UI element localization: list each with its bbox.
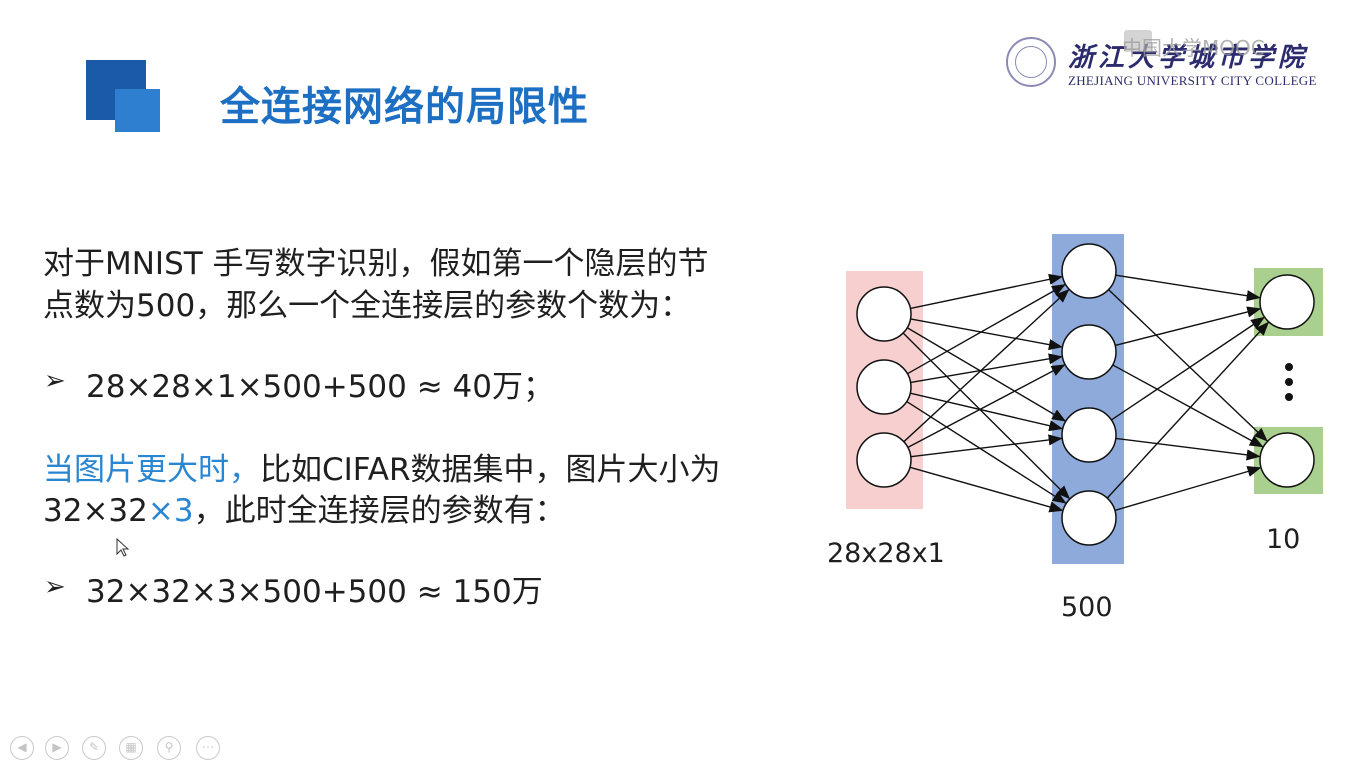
hidden-node [1061, 490, 1117, 546]
connection-edge [910, 392, 1064, 432]
mouse-cursor-icon [116, 538, 130, 557]
connection-edge [909, 466, 1064, 513]
title-decoration-accent [115, 89, 160, 132]
connection-edge [906, 327, 1067, 422]
hidden-node [1061, 407, 1117, 463]
paragraph2-line2: 32×32×3，此时全连接层的参数有： [43, 485, 566, 530]
hidden-layer-band [1052, 234, 1124, 564]
connection-edge [1115, 274, 1261, 302]
paragraph2-line2-highlight: ×3 [147, 493, 194, 529]
hidden-node [1061, 243, 1117, 299]
paragraph2-highlight: 当图片更大时， [43, 452, 260, 488]
output-node [1259, 432, 1315, 488]
input-node [856, 286, 912, 342]
connection-edge [1111, 316, 1265, 421]
connection-edge [903, 289, 1070, 443]
mooc-watermark-icon [1124, 30, 1152, 52]
connection-edge [1112, 364, 1264, 448]
zoom-button[interactable]: ⚲ [157, 736, 181, 760]
connection-edge [910, 434, 1063, 458]
connection-edge [910, 273, 1063, 310]
university-logo: 浙江大学城市学院 ZHEJIANG UNIVERSITY CITY COLLEG… [1006, 35, 1326, 93]
next-slide-button[interactable]: ▶ [45, 736, 69, 760]
ellipsis-dot [1285, 393, 1293, 401]
connection-edge [1114, 466, 1262, 512]
connection-edge [902, 332, 1071, 500]
connection-edge [910, 353, 1063, 384]
input-layer-label: 28x28x1 [827, 538, 945, 569]
connection-edge [907, 364, 1066, 449]
connection-edge [907, 284, 1066, 375]
output-layer-band-top [1254, 268, 1323, 336]
paragraph1-line1: 对于MNIST 手写数字识别，假如第一个隐层的节 [43, 246, 709, 282]
logo-name-cn: 浙江大学城市学院 [1068, 43, 1309, 73]
connection-edge [1115, 306, 1262, 347]
bullet-arrow-icon: ➢ [44, 572, 66, 602]
output-layer-band-bottom [1254, 427, 1323, 494]
slide-title: 全连接网络的局限性 [220, 84, 589, 130]
bullet-arrow-icon: ➢ [44, 366, 66, 396]
pen-tool-button[interactable]: ✎ [82, 736, 106, 760]
connection-edge [1115, 437, 1261, 461]
paragraph1-line2: 点数为500，那么一个全连接层的参数个数为： [43, 288, 692, 324]
output-node [1259, 274, 1315, 330]
paragraph2-line2-start: 32×32 [43, 493, 148, 529]
output-layer-label: 10 [1266, 524, 1301, 555]
ellipsis-dot [1285, 363, 1293, 371]
hidden-node [1061, 324, 1117, 380]
hidden-layer-label: 500 [1061, 592, 1113, 623]
university-seal-icon [1006, 37, 1056, 87]
bullet1-text: 28×28×1×500+500 ≈ 40万； [86, 369, 554, 405]
input-node [856, 359, 912, 415]
connection-edge [1108, 289, 1268, 442]
previous-slide-button[interactable]: ◀ [10, 736, 34, 760]
connection-edge [910, 318, 1063, 351]
paragraph2-line2-rest: ，此时全连接层的参数有： [193, 493, 566, 529]
input-layer-band [846, 271, 923, 509]
mooc-watermark: 中国大学MOOC [1122, 36, 1265, 60]
paragraph2-line1: 当图片更大时，比如CIFAR数据集中，图片大小为 [43, 444, 721, 489]
connection-edge [1106, 321, 1270, 499]
more-options-button[interactable]: ⋯ [196, 736, 220, 760]
ellipsis-dot [1285, 378, 1293, 386]
bullet2-text: 32×32×3×500+500 ≈ 150万 [86, 574, 543, 610]
logo-name-en: ZHEJIANG UNIVERSITY CITY COLLEGE [1068, 73, 1317, 88]
slides-view-button[interactable]: ▦ [119, 736, 143, 760]
connection-edge [906, 400, 1067, 504]
input-node [856, 432, 912, 488]
paragraph2-line1-rest: 比如CIFAR数据集中，图片大小为 [260, 452, 721, 488]
